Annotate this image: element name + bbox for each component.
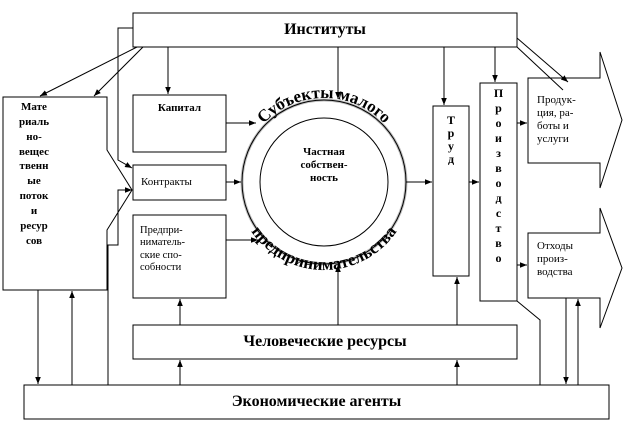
production-label: П р о и з в о д с т в о [493, 86, 504, 265]
products-arrow [527, 51, 623, 189]
production-box [479, 82, 518, 302]
subjects-upper-text: Субъекты малого [253, 83, 395, 127]
abilities-label: Предпри- ниматель- ские спо- собности [140, 225, 185, 274]
products-label: Продук- ция, ра- боты и услуги [537, 94, 576, 145]
human-resources-label: Человеческие ресурсы [243, 333, 407, 350]
private-property-circle [259, 117, 389, 247]
waste-arrow [527, 207, 623, 329]
labor-label: Т р у д [446, 113, 455, 166]
institutes-label: Институты [284, 21, 366, 38]
material-flows-label: Мате риаль но- вещес твенн ые поток и ре… [18, 101, 50, 247]
capital-label: Капитал [157, 102, 202, 114]
connector-arrows [35, 27, 581, 385]
subjects-lower-text: предпринимательства [248, 222, 401, 274]
labor-box [432, 105, 470, 277]
private-property-label: Частная собствен- ность [300, 146, 348, 184]
abilities-box [132, 214, 227, 299]
economic-agents-label: Экономические агенты [231, 393, 402, 410]
material-flows-arrow [2, 96, 133, 291]
economic-agents-box [23, 384, 610, 420]
contracts-label: Контракты [141, 176, 192, 188]
waste-label: Отходы произ- водства [537, 240, 574, 278]
institutes-box [132, 12, 518, 48]
human-resources-box [132, 324, 518, 360]
